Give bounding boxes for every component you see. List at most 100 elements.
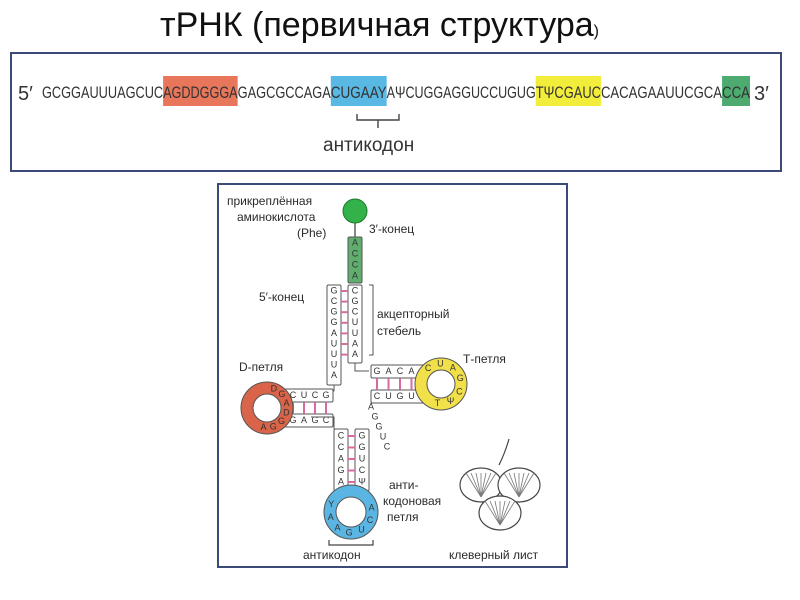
acceptor-left-nuc-1: C <box>331 296 338 306</box>
anticodon-right-nuc-1: G <box>358 442 365 452</box>
sequence-segment-7: CCA <box>722 83 750 102</box>
sequence-five-prime: 5′ <box>18 83 33 105</box>
d-loop-hole <box>252 393 282 423</box>
t-stem-bottom-nuc-2: G <box>396 391 403 401</box>
variable-loop-nuc-3: U <box>380 431 387 441</box>
label-amino-acid-2: аминокислота <box>237 210 316 224</box>
variable-loop-nuc-2: G <box>375 421 382 431</box>
t-stem-top-nuc-3: A <box>408 366 414 376</box>
t-stem-bottom-nuc-1: U <box>385 391 392 401</box>
d-stem-bottom-nuc-3: C <box>323 415 330 425</box>
sequence-segment-5: TΨCGAUC <box>536 83 601 102</box>
anticodon-bracket <box>356 114 400 121</box>
trna-diagram: прикреплённая аминокислота (Phe) 3′-коне… <box>217 183 568 568</box>
d-loop-nuc-1: G <box>278 389 285 399</box>
variable-loop-nuc-0: A <box>368 401 374 411</box>
acceptor-right-nuc-0: C <box>352 285 359 295</box>
t-stem-bottom-nuc-0: C <box>374 391 381 401</box>
anticodon-loop-nuc-0: A <box>369 503 375 513</box>
t-loop-nuc-2: A <box>450 362 456 372</box>
label-d-loop: D-петля <box>239 360 283 374</box>
anticodon-loop-nuc-2: U <box>358 525 365 535</box>
label-three-prime-end: 3′-конец <box>369 222 414 236</box>
sequence-highlight-1 <box>163 76 238 106</box>
junction-d-anticodon <box>311 416 335 429</box>
acceptor-right-nuc-3: U <box>352 317 359 327</box>
t-loop-nuc-0: C <box>425 363 432 373</box>
d-stem-bottom-nuc-1: A <box>301 415 307 425</box>
junction-right <box>354 363 369 372</box>
d-loop-nuc-5: G <box>270 421 277 431</box>
anticodon-right-nuc-3: C <box>359 465 366 475</box>
acceptor-top-nuc-2: C <box>352 259 359 269</box>
acceptor-left-nuc-3: G <box>330 317 337 327</box>
sequence-segment-4: AΨCUGGAGGUCCUGUG <box>387 83 536 102</box>
t-loop-nuc-3: G <box>457 373 464 383</box>
page-title: тРНК (первичная структура) <box>160 6 760 45</box>
d-loop-nuc-4: G <box>278 416 285 426</box>
d-stem-top-nuc-0: C <box>290 390 297 400</box>
acceptor-left-nuc-2: G <box>330 307 337 317</box>
acceptor-right-nuc-2: C <box>352 307 359 317</box>
d-stem-bottom-nuc-2: G <box>311 415 318 425</box>
anticodon-left-nuc-1: C <box>338 442 345 452</box>
acceptor-left-nuc-7: U <box>331 360 338 370</box>
sequence-segment-3: CUGAAY <box>331 83 387 102</box>
anticodon-right-nuc-2: U <box>359 453 366 463</box>
sequence-segment-6: CACAGAAUUCGCA <box>601 83 723 102</box>
label-amino-acid-1: прикреплённая <box>227 194 312 208</box>
acceptor-right-nuc-4: U <box>352 328 359 338</box>
anticodon-loop-nuc-3: G <box>346 527 353 537</box>
anticodon-right-nuc-0: G <box>358 430 365 440</box>
acceptor-left-nuc-6: U <box>331 349 338 359</box>
trna-diagram-svg: прикреплённая аминокислота (Phe) 3′-коне… <box>227 194 541 562</box>
sequence-highlight-3 <box>330 76 387 106</box>
anticodon-loop-hole <box>335 496 367 528</box>
title-close-paren: ) <box>593 23 599 40</box>
t-stem-top-nuc-1: A <box>385 366 391 376</box>
acceptor-left-nuc-0: G <box>330 285 337 295</box>
t-loop-nuc-1: U <box>437 358 444 368</box>
sequence-segment-2: GAGCGCCAGA <box>238 83 332 102</box>
t-stem-top-nuc-2: C <box>397 366 404 376</box>
acceptor-right-nuc-5: A <box>352 338 358 348</box>
title-main: тРНК (первичная структура <box>160 6 594 44</box>
label-acceptor-1: акцепторный <box>377 307 450 321</box>
label-amino-acid-3: (Phe) <box>297 226 326 240</box>
anticodon-left-nuc-0: C <box>338 430 345 440</box>
acceptor-top-nuc-0: A <box>352 237 358 247</box>
t-loop-nuc-5: Ψ <box>447 396 455 406</box>
t-stem-top-nuc-0: G <box>373 366 380 376</box>
variable-loop-nuc-4: C <box>384 441 391 451</box>
acceptor-left-nuc-4: A <box>331 328 337 338</box>
d-loop-nuc-3: D <box>283 408 290 418</box>
t-loop-nuc-4: C <box>456 386 463 396</box>
d-stem-top-nuc-3: G <box>322 390 329 400</box>
anticodon-left-nuc-2: A <box>338 453 344 463</box>
d-loop-nuc-2: A <box>283 398 289 408</box>
sequence-segment-0: GCGGAUUUAGCUC <box>42 83 163 102</box>
diagram-anticodon-bracket <box>328 540 374 546</box>
sequence-highlight-7 <box>722 76 750 106</box>
t-loop-nuc-6: T <box>435 398 441 408</box>
label-anticodon-loop-1: анти- <box>389 478 419 492</box>
acceptor-left-nuc-8: A <box>331 370 337 380</box>
d-loop-nuc-6: A <box>261 422 267 432</box>
acceptor-right-nuc-1: G <box>351 296 358 306</box>
acceptor-top-nuc-1: C <box>352 248 359 258</box>
sequence-segment-1: AGDDGGGA <box>163 83 238 102</box>
d-stem-top-nuc-2: C <box>312 390 319 400</box>
acceptor-cca-band <box>347 236 363 284</box>
label-anticodon: антикодон <box>303 548 361 562</box>
anticodon-loop-nuc-6: Y <box>328 499 334 509</box>
anticodon-left-nuc-4: A <box>338 476 344 486</box>
sequence-anticodon-label: антикодон <box>323 135 414 156</box>
anticodon-right-nuc-4: Ψ <box>358 476 366 486</box>
clover-leaf-icon <box>459 438 541 531</box>
variable-loop-nuc-1: G <box>371 411 378 421</box>
acceptor-left-nuc-5: U <box>331 338 338 348</box>
label-anticodon-loop-3: петля <box>387 510 419 524</box>
